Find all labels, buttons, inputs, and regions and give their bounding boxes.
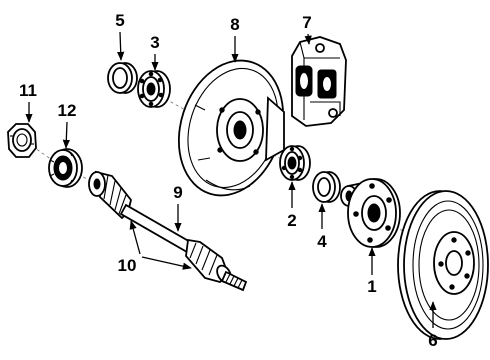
part-drive-axle xyxy=(88,170,248,292)
callout-8: 8 xyxy=(230,15,239,34)
leader-7 xyxy=(304,33,312,45)
leader-12 xyxy=(62,121,70,149)
callout-12: 12 xyxy=(58,101,77,120)
callout-11: 11 xyxy=(19,81,37,100)
callout-7: 7 xyxy=(302,13,311,32)
part-dust-shield xyxy=(177,59,285,197)
leader-10b xyxy=(141,256,192,270)
leader-10a xyxy=(129,220,141,255)
part-hub-seal xyxy=(312,171,341,203)
axle-shaft xyxy=(119,203,194,254)
callout-9: 9 xyxy=(173,183,182,202)
part-inner-bearing xyxy=(279,145,311,181)
part-brake-rotor xyxy=(397,190,489,340)
part-outer-bearing xyxy=(137,70,171,108)
leader-5 xyxy=(117,31,125,61)
part-axle-nut xyxy=(48,148,83,188)
callout-3: 3 xyxy=(150,33,159,52)
callout-labels: 5 3 8 7 11 12 9 2 4 1 10 6 xyxy=(19,11,438,350)
part-hub-cap xyxy=(7,123,37,158)
part-wheel-hub xyxy=(340,178,401,248)
callout-6: 6 xyxy=(428,331,437,350)
callout-1: 1 xyxy=(367,277,376,296)
callout-4: 4 xyxy=(317,232,327,251)
callout-2: 2 xyxy=(287,211,296,230)
callout-10: 10 xyxy=(118,256,137,275)
callout-leaders xyxy=(25,31,437,328)
part-brake-caliper xyxy=(291,36,347,127)
callout-5: 5 xyxy=(115,11,124,30)
part-seal-ring-top xyxy=(107,62,138,94)
splined-stub xyxy=(220,270,248,292)
